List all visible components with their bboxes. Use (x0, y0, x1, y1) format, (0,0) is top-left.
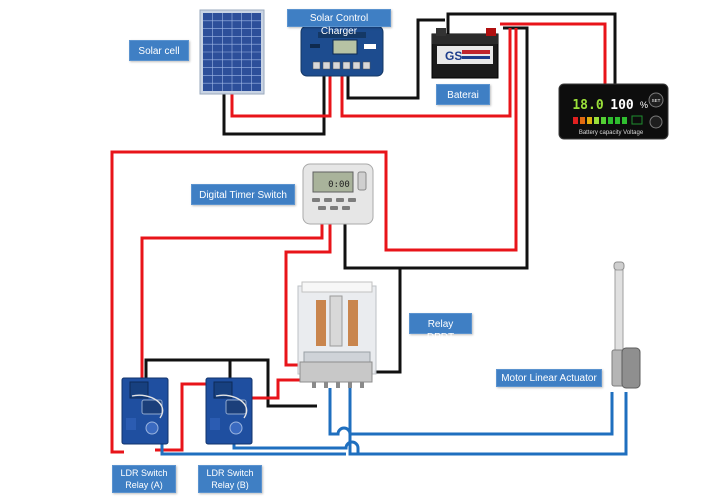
label-relay-dpdt: Relay DPDT (409, 313, 472, 343)
positive-wires (110, 22, 607, 454)
label-ldr-relay-b: LDR Switch Relay (B) (198, 465, 262, 493)
motor-wires (160, 388, 628, 456)
solar-panel (199, 9, 265, 95)
negative-wires (144, 12, 617, 408)
wire-charger-battery-neg (346, 18, 445, 100)
wire-charger-battery-pos (340, 28, 512, 118)
meter-set-button[interactable] (648, 92, 664, 108)
meter-voltage-reading: 18.0 (572, 98, 603, 113)
wire-battery-meter-neg (446, 12, 617, 85)
wire-battery-main-neg (343, 26, 529, 270)
ldr-relay-a (121, 377, 169, 445)
meter-capacity-bars (573, 117, 627, 124)
wire-battery-main-pos (110, 28, 518, 454)
timer-buttons (312, 198, 356, 210)
ldr-relay-b (205, 377, 253, 445)
label-solar-control-charger: Solar Control Charger (287, 9, 391, 37)
label-motor-linear-actuator: Motor Linear Actuator (496, 369, 602, 387)
wire-timer-ldr (140, 222, 324, 382)
battery: GS (431, 28, 499, 79)
battery-brand: GS (445, 49, 462, 63)
label-solar-cell: Solar cell (129, 40, 189, 61)
digital-timer: 0:00 (302, 163, 374, 225)
wire-motor-c (358, 392, 628, 456)
wire-solar-neg (222, 72, 326, 136)
wire-ldr-relay (155, 382, 206, 452)
battery-meter: 18.0 100 % SET Battery capacity Voltage (558, 83, 669, 140)
wire-battery-meter-pos (500, 22, 607, 85)
label-ldr-relay-a: LDR Switch Relay (A) (112, 465, 176, 493)
label-baterai: Baterai (436, 84, 490, 105)
label-digital-timer-switch: Digital Timer Switch (191, 184, 295, 205)
meter-caption: Battery capacity Voltage (579, 130, 644, 136)
wire-ldr-neg-a (144, 358, 317, 408)
wire-timer-relay (284, 222, 332, 367)
timer-display: 0:00 (328, 180, 350, 190)
meter-percent-unit: % (640, 100, 648, 110)
linear-actuator (611, 261, 641, 389)
meter-set-label: SET (652, 98, 661, 103)
wire-solar-pos (230, 72, 332, 118)
relay-dpdt (297, 281, 377, 388)
wire-motor-a (328, 388, 614, 436)
wire-motor-d (160, 444, 346, 456)
meter-percent-reading: 100 (610, 98, 634, 113)
charger-terminals (312, 61, 371, 70)
wire-motor-b (232, 388, 360, 456)
wire-relay-neg (374, 268, 402, 374)
meter-power-button[interactable] (649, 115, 663, 129)
solar-charge-controller (300, 25, 384, 77)
relay-pins (312, 382, 364, 388)
